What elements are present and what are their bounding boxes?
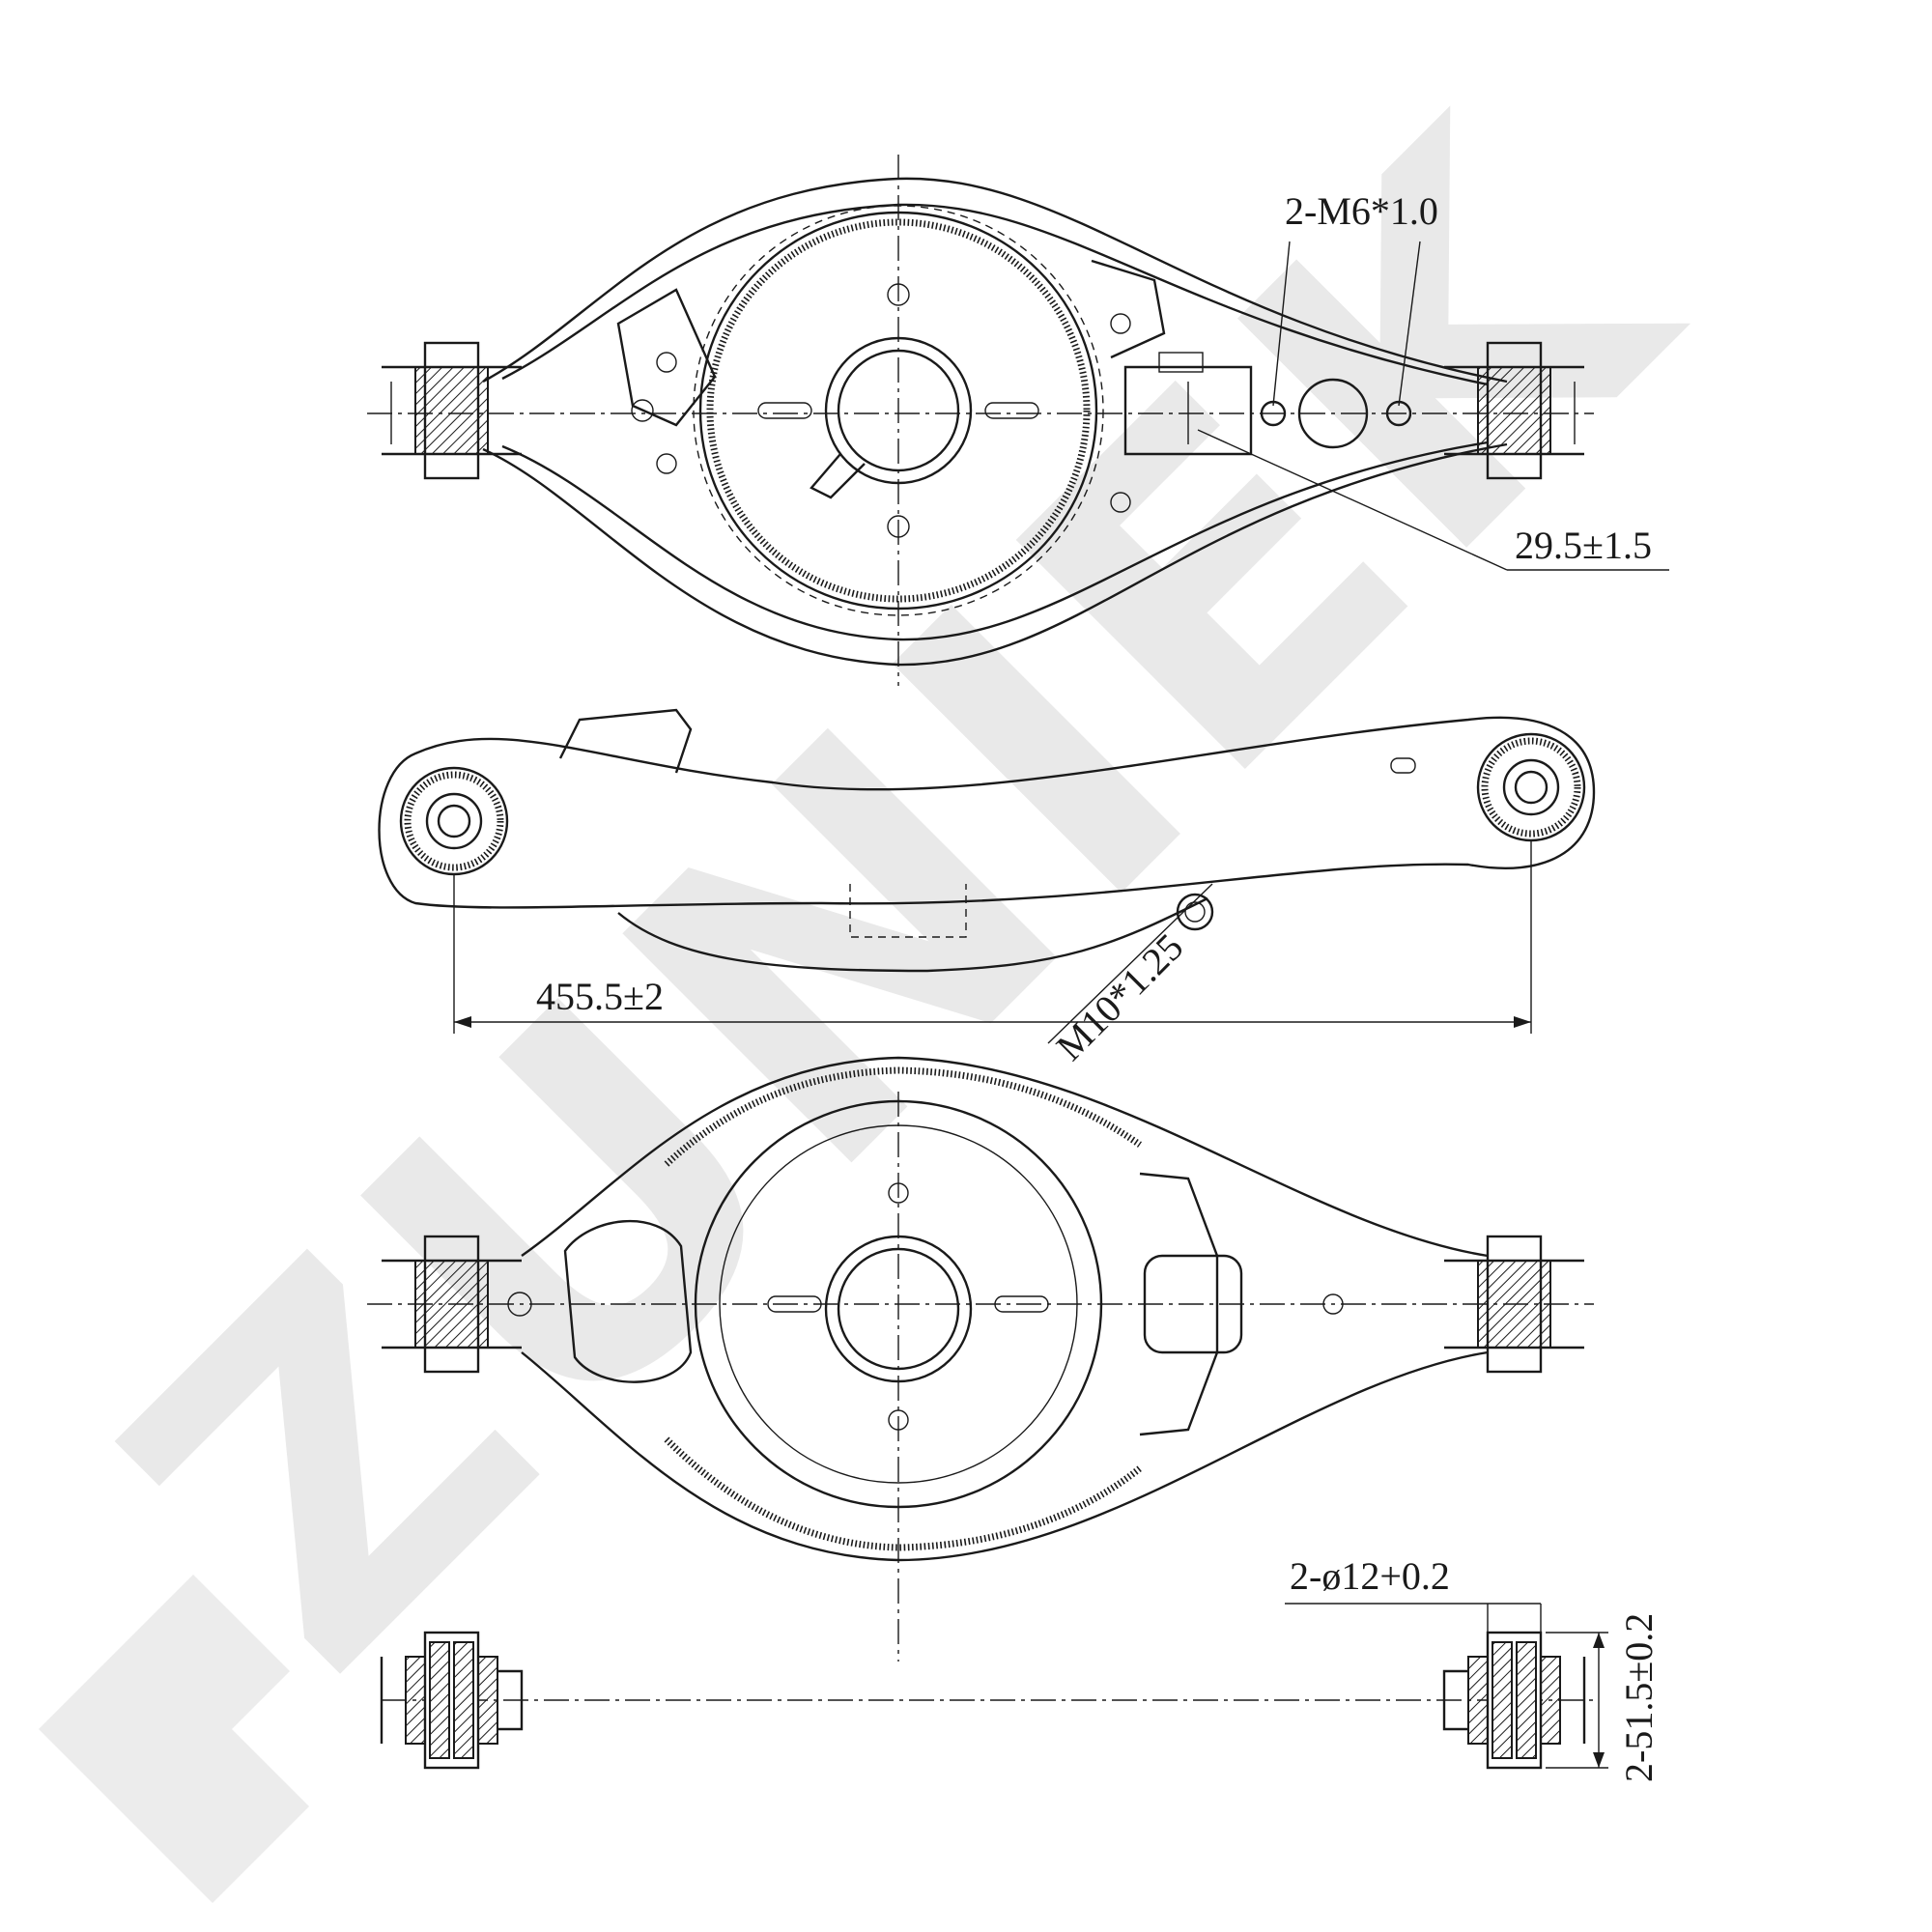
watermark-chevron-shape <box>39 1575 309 1903</box>
bottom-view <box>367 1056 1594 1662</box>
bushing-width-label: 2-51.5±0.2 <box>1617 1613 1661 1782</box>
bushing-section-view <box>380 1603 1608 1770</box>
watermark: ZUNIEK <box>35 30 1768 1903</box>
top-view <box>367 155 1669 686</box>
thread-m6-label: 2-M6*1.0 <box>1285 189 1438 233</box>
side-view <box>378 708 1596 1044</box>
bore-dimension-label: 2-ø12+0.2 <box>1290 1554 1450 1598</box>
watermark-text: ZUNIEK <box>35 30 1767 1762</box>
length-dimension-label: 455.5±2 <box>536 975 664 1018</box>
offset-dimension-label: 29.5±1.5 <box>1515 524 1652 567</box>
